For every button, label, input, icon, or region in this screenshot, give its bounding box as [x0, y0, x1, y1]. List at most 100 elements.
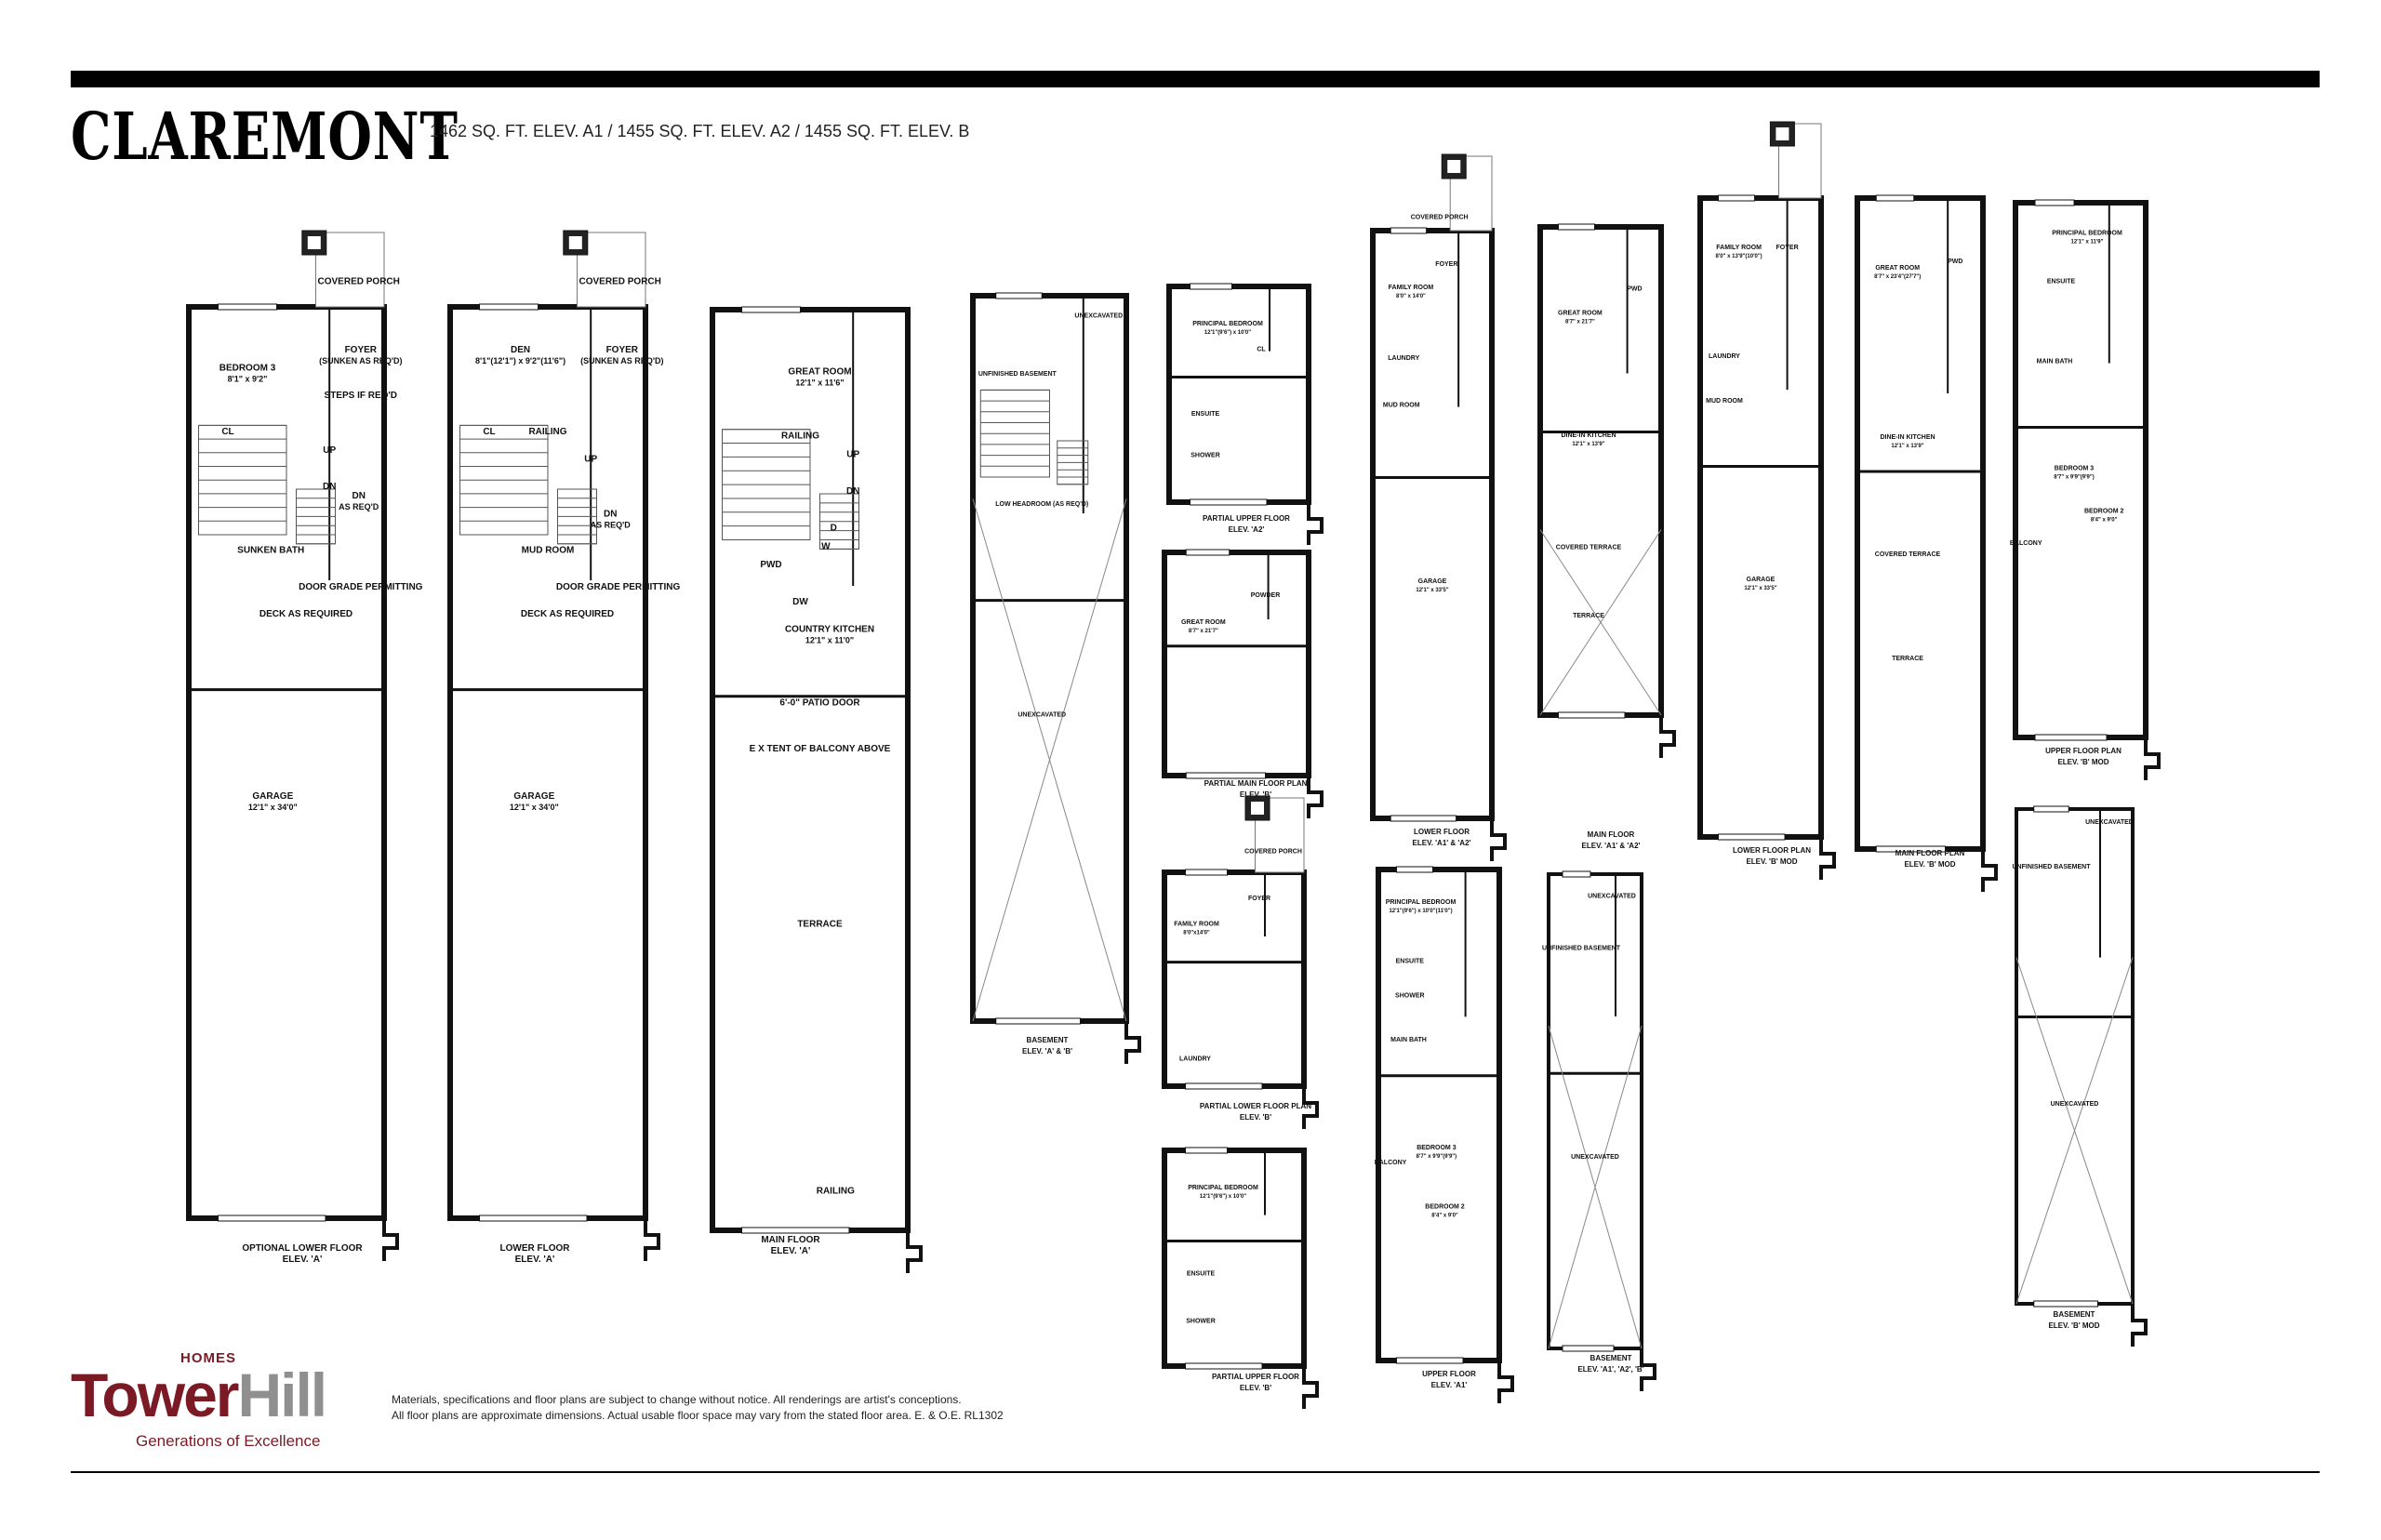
- plan-caption: LOWER FLOOR: [500, 1243, 571, 1254]
- plan-caption-elevation: ELEV. 'B' MOD: [1746, 857, 1797, 866]
- room-dims: 8'4" x 9'0": [2091, 518, 2118, 524]
- plan-caption: MAIN FLOOR PLAN: [1895, 849, 1965, 857]
- room-label: UP: [584, 455, 597, 465]
- room-label: GARAGE: [513, 791, 554, 802]
- plan-caption-elevation: ELEV. 'A1': [1431, 1381, 1468, 1389]
- room-dims: (SUNKEN AS REQ'D): [580, 356, 663, 365]
- room-label: LAUNDRY: [1388, 355, 1419, 362]
- plan-caption: PARTIAL UPPER FLOOR: [1212, 1373, 1299, 1381]
- room-dims: 8'0" x 14'0": [1396, 294, 1426, 299]
- room-label: COVERED PORCH: [318, 277, 400, 287]
- room-label: UNFINISHED BASEMENT: [2012, 864, 2091, 870]
- room-label: DEN: [511, 345, 530, 355]
- room-label: RAILING: [781, 431, 819, 442]
- plan-caption: PARTIAL LOWER FLOOR PLAN: [1200, 1102, 1311, 1110]
- room-label: UP: [846, 449, 859, 459]
- room-label: TERRACE: [797, 919, 843, 929]
- room-label: PRINCIPAL BEDROOM: [1386, 899, 1457, 906]
- plan-caption-elevation: ELEV. 'A1', 'A2', 'B': [1577, 1365, 1643, 1374]
- room-label: FOYER: [1435, 261, 1457, 268]
- room-label: CL: [1257, 347, 1266, 353]
- model-title: CLAREMONT: [71, 98, 459, 175]
- room-dims: 8'0" x 13'9"(10'0"): [1716, 254, 1762, 259]
- room-label: BEDROOM 2: [1425, 1203, 1465, 1210]
- plan-caption-elevation: ELEV. 'A': [515, 1255, 555, 1265]
- model-subtitle: 1462 SQ. FT. ELEV. A1 / 1455 SQ. FT. ELE…: [430, 122, 970, 140]
- room-dims: AS REQ'D: [591, 520, 632, 529]
- room-label: MUD ROOM: [522, 546, 575, 556]
- room-label: GREAT ROOM: [1875, 265, 1920, 272]
- room-label: DECK AS REQUIRED: [521, 609, 614, 619]
- room-label: DN: [323, 482, 336, 492]
- room-dims: (SUNKEN AS REQ'D): [319, 356, 402, 365]
- room-label: ENSUITE: [1187, 1271, 1216, 1278]
- plan-caption: BASEMENT: [1027, 1036, 1069, 1044]
- room-label: COVERED PORCH: [1244, 848, 1302, 855]
- room-label: UNEXCAVATED: [1074, 312, 1123, 319]
- disclaimer-line-1: Materials, specifications and floor plan…: [392, 1393, 962, 1406]
- room-label: ENSUITE: [1191, 411, 1220, 418]
- plan-caption: PARTIAL UPPER FLOOR: [1203, 514, 1290, 523]
- room-label: UNEXCAVATED: [1018, 711, 1066, 718]
- room-label: DINE-IN KITCHEN: [1880, 434, 1935, 441]
- plan-caption-elevation: ELEV. 'B' MOD: [1904, 860, 1955, 869]
- room-label: PRINCIPAL BEDROOM: [2052, 231, 2122, 237]
- plan-caption: LOWER FLOOR PLAN: [1733, 846, 1811, 855]
- room-label: PWD: [1948, 259, 1962, 265]
- room-label: COVERED PORCH: [579, 277, 661, 287]
- room-label: TERRACE: [1892, 656, 1923, 662]
- room-dims: 12'1" x 34'0": [248, 803, 298, 812]
- room-dims: 12'1" x 33'5": [1416, 588, 1448, 593]
- room-label: CL: [483, 427, 495, 437]
- room-label: PWD: [760, 560, 781, 570]
- room-label: E X TENT OF BALCONY ABOVE: [750, 744, 891, 754]
- room-label: DN: [604, 509, 617, 519]
- room-dims: 8'1"(12'1") x 9'2"(11'6"): [475, 356, 565, 365]
- room-label: COUNTRY KITCHEN: [785, 625, 874, 635]
- room-label: DW: [792, 597, 808, 607]
- room-label: BEDROOM 3: [219, 364, 276, 374]
- brand-name-part2: Hill: [237, 1361, 327, 1429]
- plan-caption-elevation: ELEV. 'A1' & 'A2': [1582, 842, 1641, 850]
- disclaimer-line-2: All floor plans are approximate dimensio…: [392, 1409, 1004, 1422]
- room-label: GARAGE: [1747, 577, 1776, 583]
- room-label: FAMILY ROOM: [1716, 245, 1762, 251]
- plan-caption-elevation: ELEV. 'B': [1240, 790, 1271, 799]
- room-label: DECK AS REQUIRED: [259, 609, 352, 619]
- room-label: MAIN BATH: [2037, 359, 2073, 365]
- room-dims: 12'1" x 11'0": [805, 636, 854, 645]
- brand-name: TowerHill: [71, 1360, 327, 1430]
- room-label: BEDROOM 2: [2084, 509, 2124, 515]
- plan-caption-elevation: ELEV. 'A': [771, 1246, 811, 1256]
- room-label: UNEXCAVATED: [1588, 894, 1636, 900]
- plan-caption-elevation: ELEV. 'B' MOD: [2057, 758, 2108, 766]
- room-label: SUNKEN BATH: [237, 546, 304, 556]
- room-dims: AS REQ'D: [339, 502, 379, 511]
- room-label: DINE-IN KITCHEN: [1561, 432, 1616, 439]
- plan-caption-elevation: ELEV. 'B' MOD: [2048, 1321, 2099, 1330]
- plan-caption: BASEMENT: [1590, 1354, 1632, 1362]
- room-label: ENSUITE: [2047, 278, 2076, 285]
- room-label: PRINCIPAL BEDROOM: [1192, 321, 1263, 327]
- room-label: RAILING: [817, 1186, 855, 1196]
- room-label: UNEXCAVATED: [2085, 819, 2134, 826]
- room-label: SHOWER: [1190, 452, 1220, 458]
- room-label: FOYER: [345, 345, 378, 355]
- room-label: LAUNDRY: [1709, 353, 1740, 360]
- plan-caption: MAIN FLOOR: [1588, 830, 1635, 839]
- room-label: MUD ROOM: [1383, 403, 1420, 409]
- room-dims: 8'7" x 9'9"(9'9"): [1417, 1154, 1457, 1160]
- room-label: PWD: [1627, 285, 1642, 292]
- room-label: TERRACE: [1573, 613, 1604, 619]
- plan-caption: UPPER FLOOR: [1422, 1370, 1476, 1378]
- room-label: DN: [352, 491, 365, 501]
- room-label: UNFINISHED BASEMENT: [978, 371, 1057, 378]
- plan-caption: MAIN FLOOR: [761, 1235, 820, 1245]
- floor-plan-1: BEDROOM 38'1" x 9'2"FOYER(SUNKEN AS REQ'…: [186, 230, 423, 1265]
- room-label: GARAGE: [1418, 578, 1447, 585]
